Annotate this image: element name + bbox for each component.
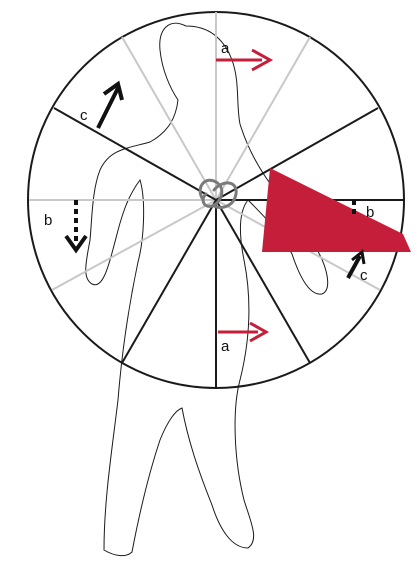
label-a-bottom: a	[221, 338, 230, 355]
divider-dark-1	[54, 108, 216, 200]
solid-arrow-icon	[98, 84, 122, 128]
dashed-arrow-icon	[66, 200, 86, 250]
label-c-right: c	[360, 267, 368, 284]
divider-dark-5	[122, 200, 216, 363]
label-a-top: a	[221, 40, 230, 57]
label-c-left: c	[80, 107, 88, 124]
figure-outline	[86, 23, 328, 555]
hook-icon	[200, 180, 236, 207]
divider-light-1	[122, 37, 216, 200]
label-b-right: b	[366, 204, 374, 221]
label-b-left: b	[44, 212, 52, 229]
red-wedge-arrow-icon	[262, 168, 411, 252]
